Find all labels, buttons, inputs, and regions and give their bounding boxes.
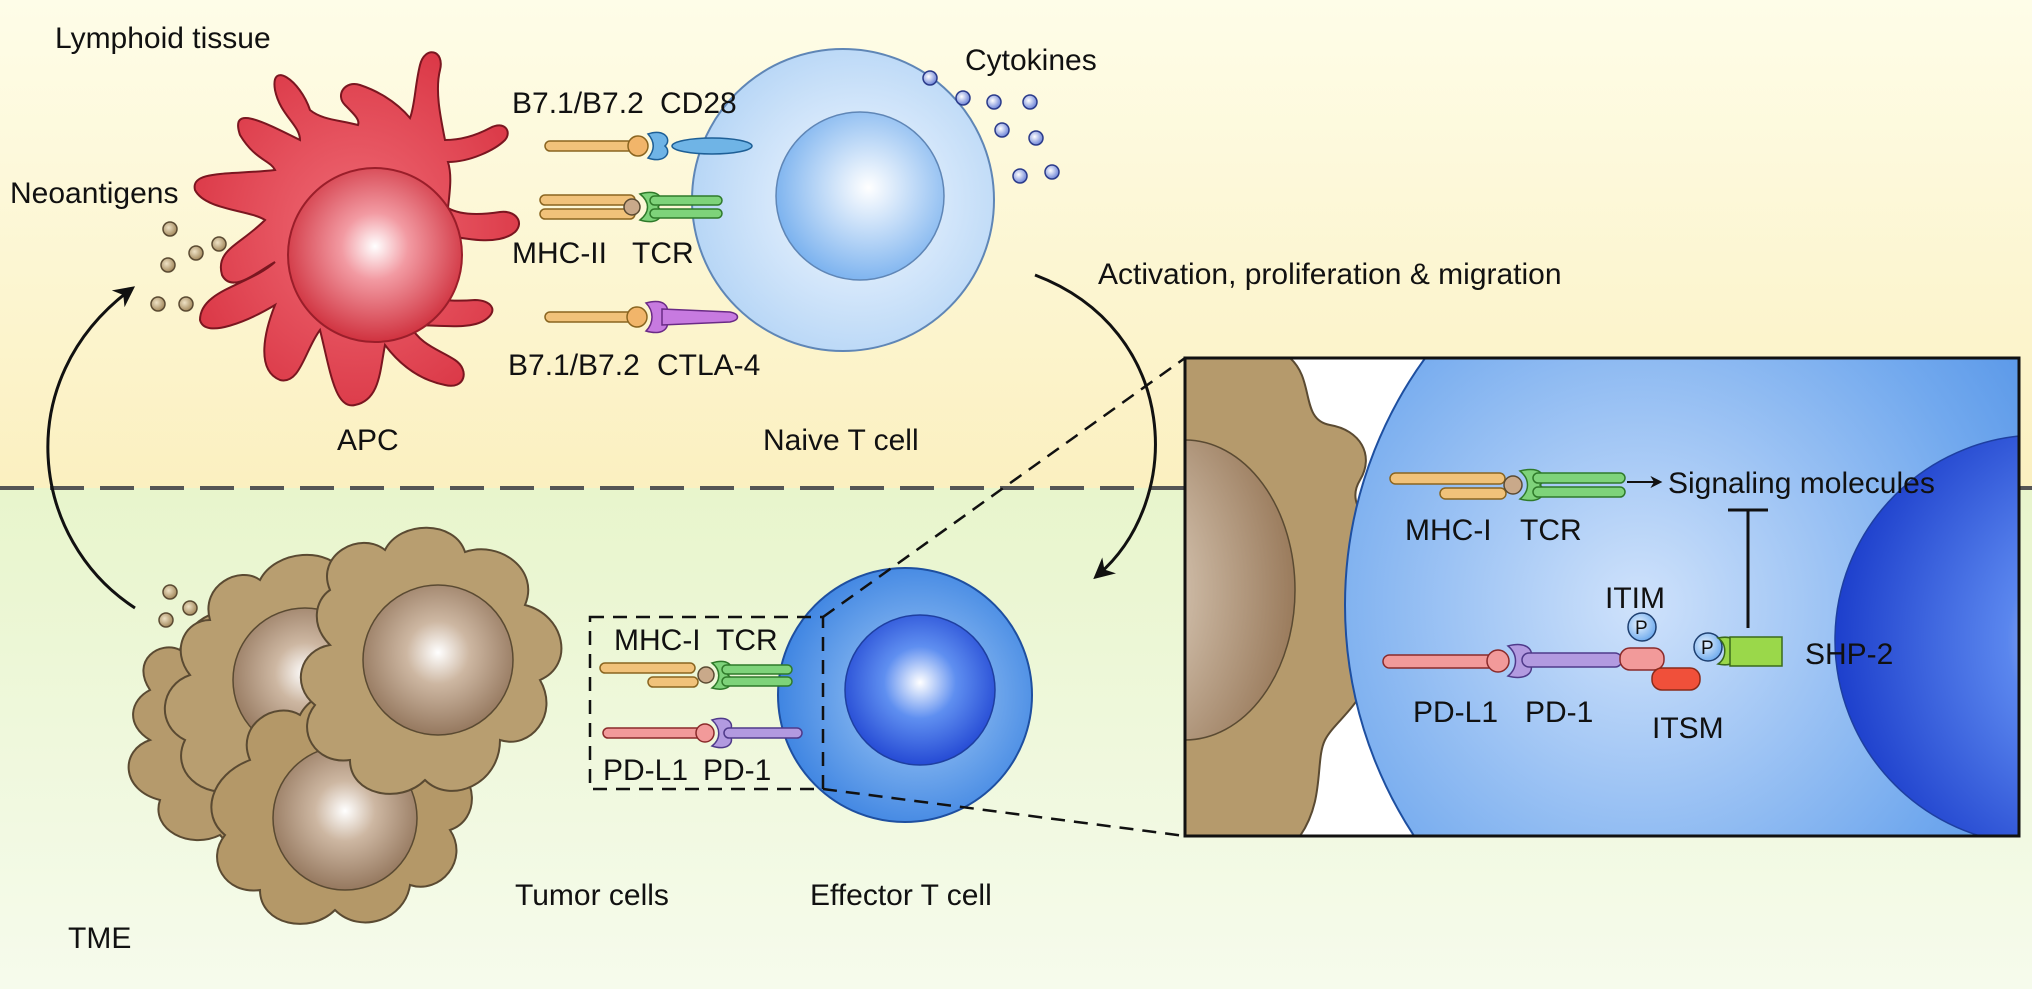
label-itim: ITIM <box>1605 582 1665 615</box>
inset-mhc1-tcr <box>1389 468 1663 502</box>
label-b7-top: B7.1/B7.2 <box>512 87 644 120</box>
label-inset-mhc1: MHC-I <box>1405 514 1492 547</box>
tumor-cells <box>127 526 563 925</box>
naive-t-cell <box>691 48 995 352</box>
pdl1-pd1-pair <box>602 717 803 749</box>
label-effector-t-cell: Effector T cell <box>810 879 992 912</box>
label-eff-pd1: PD-1 <box>703 754 771 787</box>
effector-nucleus <box>844 614 996 766</box>
label-apc: APC <box>337 424 399 457</box>
label-eff-mhc1: MHC-I <box>614 624 701 657</box>
region-label-lymphoid: Lymphoid tissue <box>55 22 271 55</box>
label-inset-tcr: TCR <box>1520 514 1582 547</box>
naive-nucleus <box>775 111 945 281</box>
inset-panel: MHC-I TCR Signaling molecules P P ITIM I… <box>1183 356 2021 838</box>
apc-nucleus <box>287 167 463 343</box>
label-inset-pdl1: PD-L1 <box>1413 696 1498 729</box>
label-neoantigens: Neoantigens <box>10 177 178 210</box>
mhc2-tcr-pair <box>539 191 723 223</box>
itsm-domain <box>1651 667 1701 691</box>
label-eff-tcr: TCR <box>716 624 778 657</box>
p-label-shp2: P <box>1701 638 1714 659</box>
label-signaling: Signaling molecules <box>1668 467 1935 500</box>
p-label-itim: P <box>1635 618 1648 639</box>
label-b7-bottom: B7.1/B7.2 <box>508 349 640 382</box>
inset-tumor-nucleus <box>1185 439 1296 741</box>
b7-cd28-pair <box>544 131 753 161</box>
activation-arrow <box>1034 273 1157 580</box>
label-shp2: SHP-2 <box>1805 638 1893 671</box>
label-inset-pd1: PD-1 <box>1525 696 1593 729</box>
apc-cell <box>193 51 520 407</box>
label-eff-pdl1: PD-L1 <box>603 754 688 787</box>
shp2-domain <box>1729 636 1783 667</box>
label-activation: Activation, proliferation & migration <box>1098 258 1562 291</box>
effector-t-cell <box>777 567 1033 823</box>
cytokine-dots <box>922 70 1060 184</box>
label-itsm: ITSM <box>1652 712 1724 745</box>
label-tumor-cells: Tumor cells <box>515 879 669 912</box>
zoom-line-top <box>822 356 1186 619</box>
label-cd28: CD28 <box>660 87 737 120</box>
mhc1-tcr-pair <box>599 660 793 690</box>
neoantigen-return-arrow <box>46 286 136 610</box>
zoom-line-bottom <box>822 787 1186 838</box>
label-tcr-top: TCR <box>632 237 694 270</box>
inset-pdl1-pd1 <box>1382 612 1783 691</box>
label-naive-t-cell: Naive T cell <box>763 424 919 457</box>
label-ctla4: CTLA-4 <box>657 349 760 382</box>
b7-ctla4-pair <box>544 300 739 334</box>
zoom-region-box <box>588 615 825 791</box>
inset-t-nucleus <box>1834 435 2019 836</box>
label-cytokines: Cytokines <box>965 44 1097 77</box>
p-circle-shp2 <box>1693 632 1723 662</box>
region-label-tme: TME <box>68 922 131 955</box>
itim-domain <box>1619 647 1665 671</box>
p-circle-itim <box>1627 612 1657 642</box>
label-mhc2: MHC-II <box>512 237 607 270</box>
